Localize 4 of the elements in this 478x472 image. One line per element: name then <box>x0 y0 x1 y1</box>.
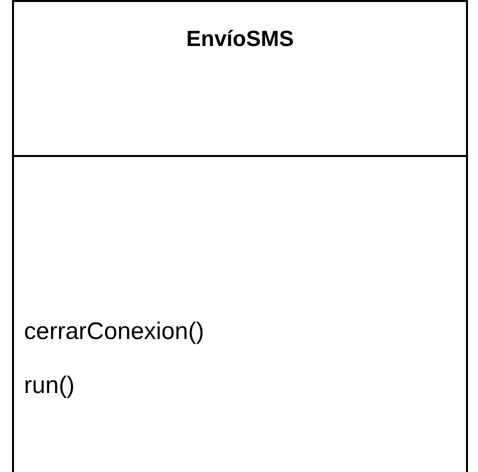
class-box <box>12 0 468 472</box>
method-text: run() <box>24 372 75 400</box>
method-text: cerrarConexion() <box>24 318 204 346</box>
class-name: EnvíoSMS <box>185 26 295 52</box>
